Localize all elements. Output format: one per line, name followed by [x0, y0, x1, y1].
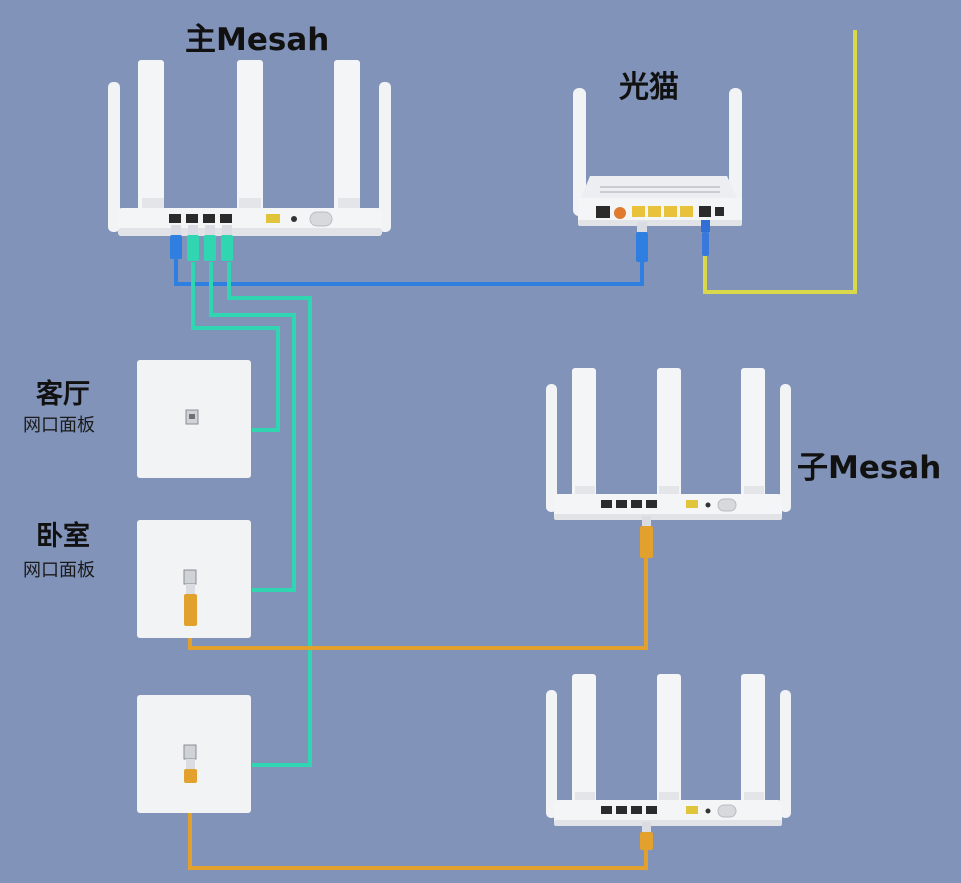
- antenna: [138, 60, 164, 210]
- antenna: [334, 60, 360, 210]
- antenna: [657, 674, 681, 804]
- main-mesh-router: [108, 60, 391, 261]
- plug: [170, 225, 182, 259]
- sub-mesh-label: 子Mesah: [797, 450, 942, 486]
- lan-ports: [169, 214, 232, 223]
- optical-modem: [573, 88, 742, 262]
- antenna: [741, 674, 765, 804]
- antenna: [237, 60, 263, 210]
- plug: [187, 225, 199, 261]
- antenna: [741, 368, 765, 498]
- fiber-cable: [703, 30, 857, 294]
- main-mesh-label: 主Mesah: [185, 22, 330, 58]
- antenna: [546, 384, 557, 512]
- bedroom-label: 卧室: [36, 521, 90, 552]
- antenna: [657, 368, 681, 498]
- antenna: [546, 690, 557, 818]
- plug: [204, 225, 216, 261]
- bedroom-panel: [137, 520, 251, 638]
- wan-port: [266, 214, 280, 223]
- living-room-label: 客厅: [36, 379, 90, 410]
- antenna: [780, 384, 791, 512]
- living-room-panel: [137, 360, 251, 478]
- bedroom-panel-label: 网口面板: [23, 560, 95, 581]
- antenna: [572, 674, 596, 804]
- third-panel: [137, 695, 251, 813]
- plug: [636, 222, 648, 262]
- fiber-connector: [701, 220, 710, 256]
- wan-cable: [174, 258, 644, 286]
- plug: [221, 225, 233, 261]
- modem-label: 光猫: [619, 70, 679, 105]
- sub-mesh-router: [546, 674, 791, 850]
- antenna: [108, 82, 120, 232]
- antenna: [572, 368, 596, 498]
- antenna: [573, 88, 586, 216]
- antenna: [780, 690, 791, 818]
- antenna: [729, 88, 742, 216]
- lan-cables: [191, 262, 312, 767]
- living-room-panel-label: 网口面板: [23, 415, 95, 436]
- antenna: [379, 82, 391, 232]
- sub-mesh-router: [546, 368, 791, 558]
